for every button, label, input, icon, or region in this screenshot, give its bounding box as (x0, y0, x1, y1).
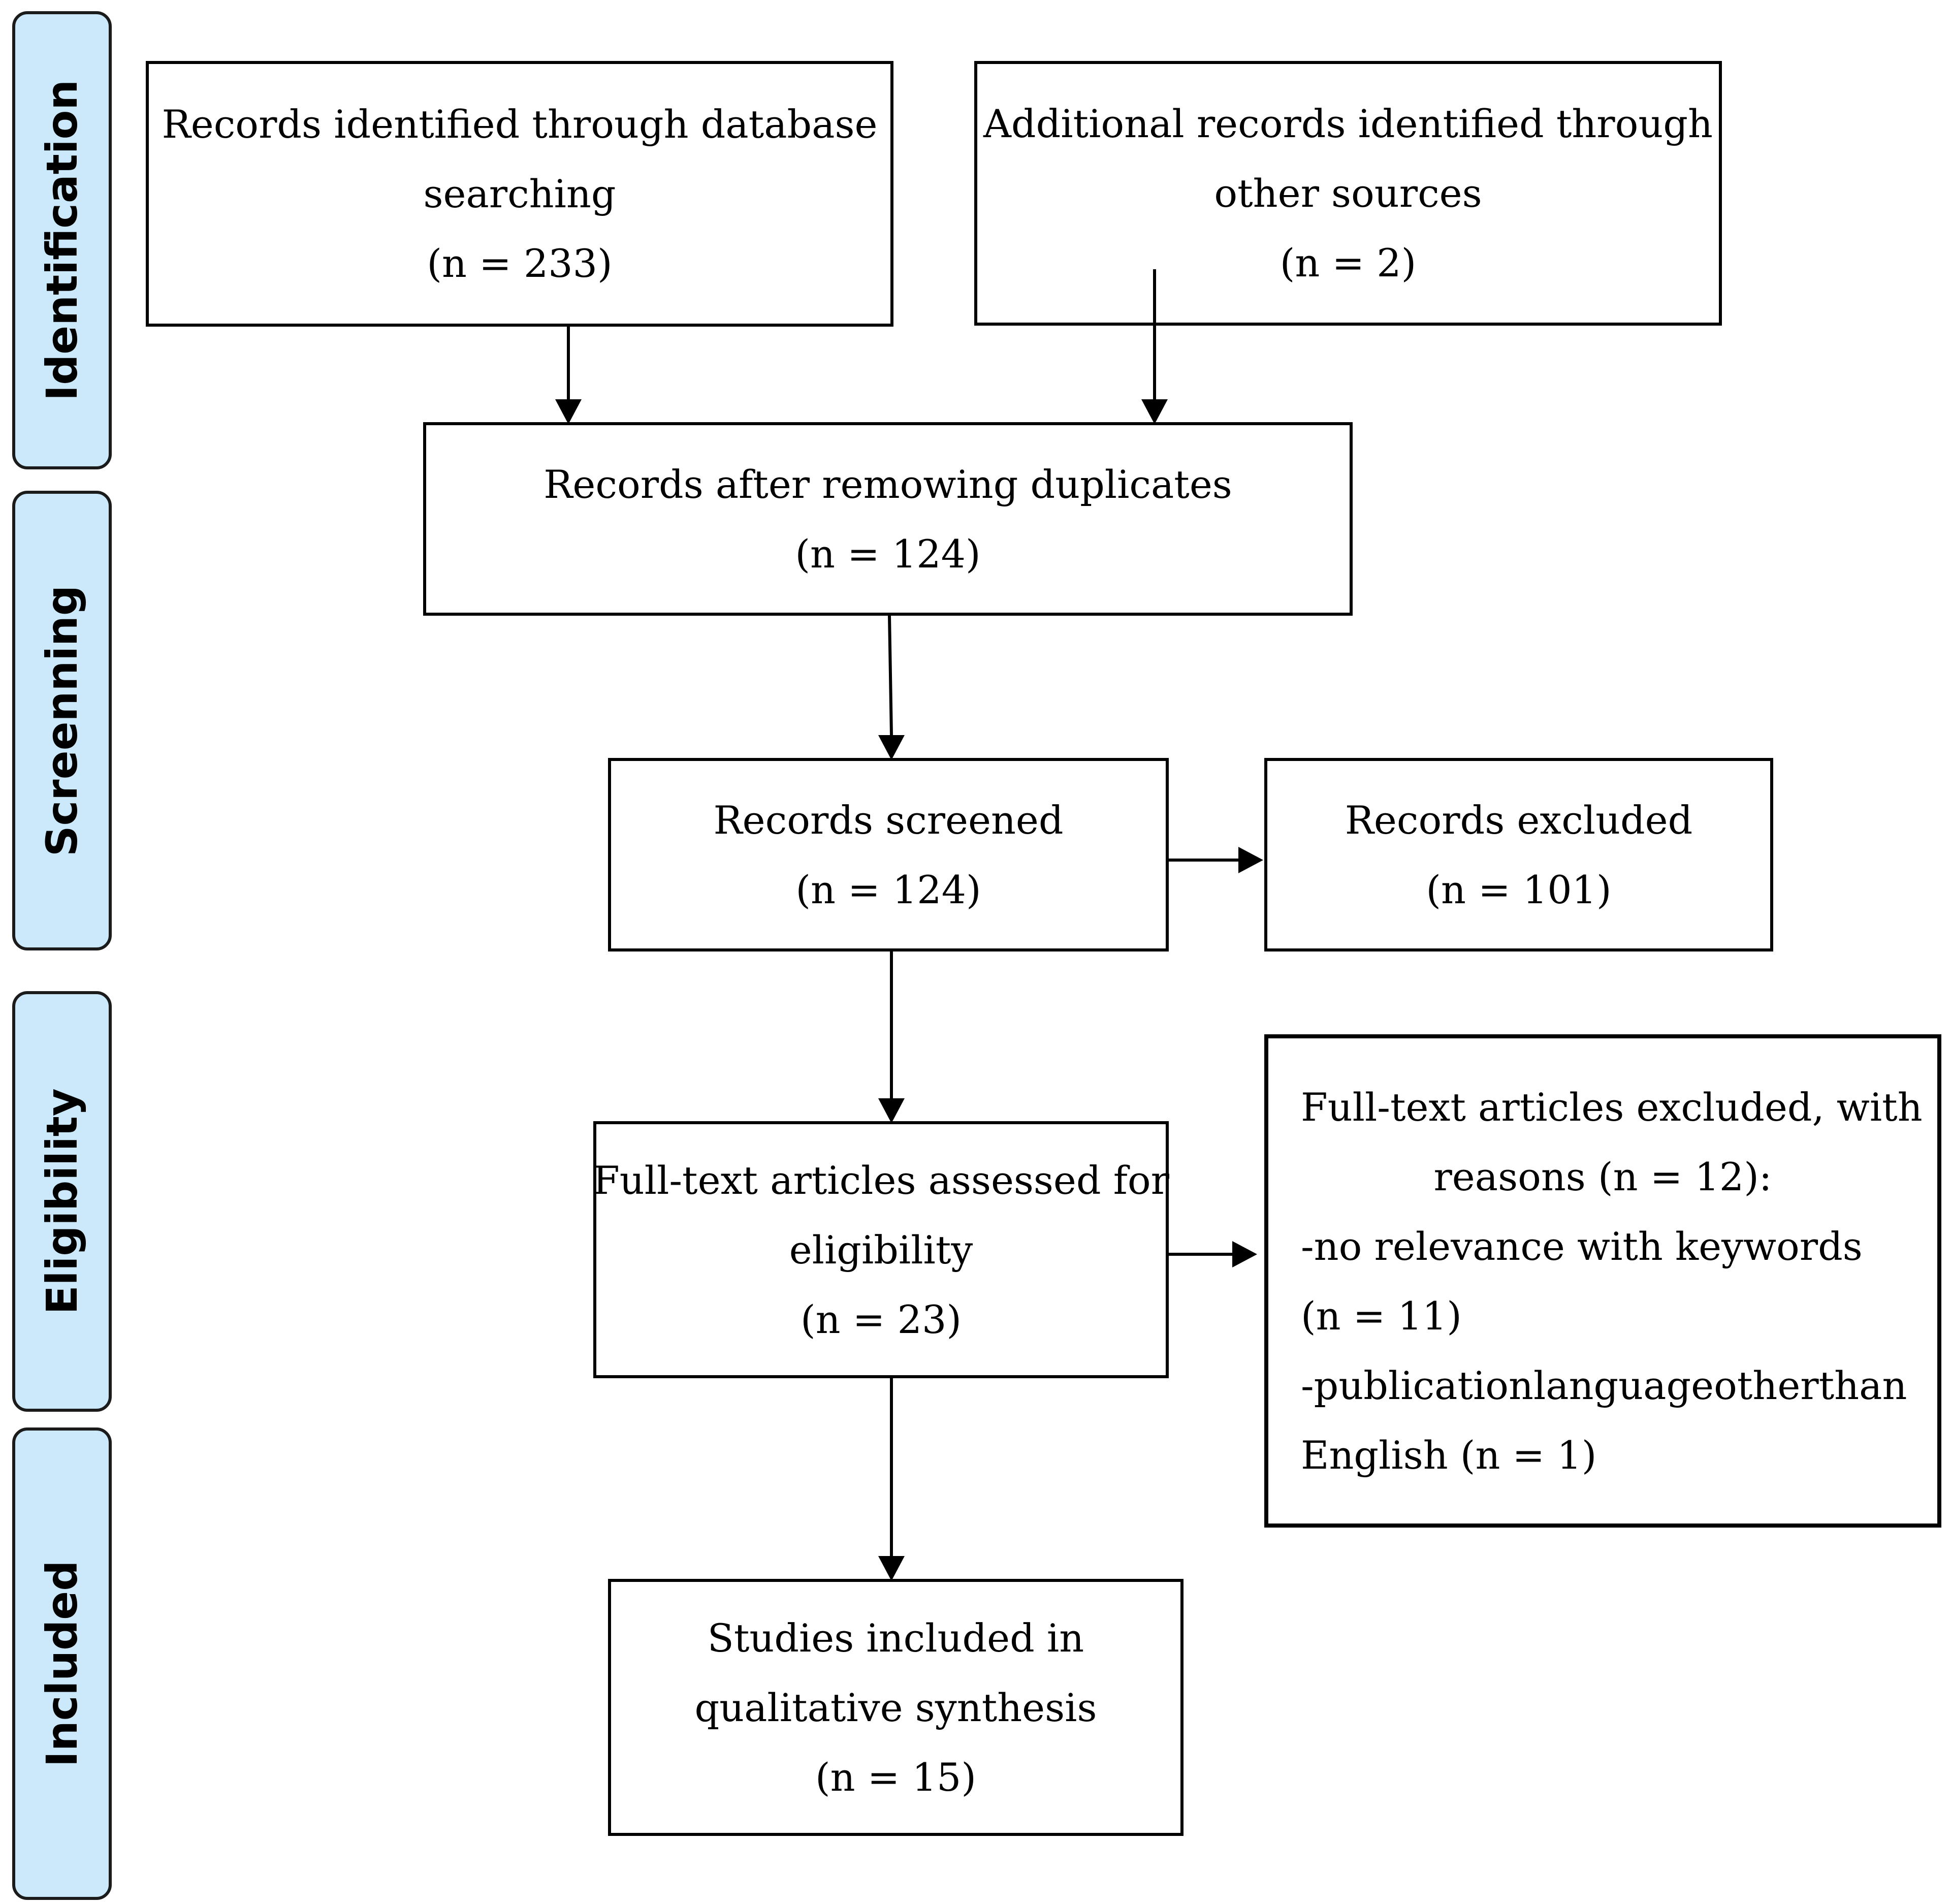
justified-word: other (1714, 1362, 1819, 1408)
justified-word: -publication (1301, 1362, 1533, 1408)
phase-identification: Identification (12, 11, 112, 469)
justified-word: language (1533, 1362, 1714, 1408)
box-full-text-excluded: Full-text articles excluded, with reason… (1264, 1034, 1941, 1528)
box-line: qualitative synthesis (694, 1685, 1097, 1730)
box-line: English (n = 1) (1301, 1432, 1597, 1478)
box-database-records: Records identified through database sear… (146, 61, 893, 327)
justified-word: than (1818, 1362, 1907, 1408)
box-line: Records after remowing duplicates (543, 461, 1232, 507)
phase-eligibility: Eligibility (12, 991, 112, 1412)
box-line: (n = 15) (815, 1754, 976, 1800)
box-line: Full-text articles assessed for (593, 1157, 1169, 1203)
arrowhead (555, 399, 582, 424)
box-line: (n = 2) (1280, 240, 1417, 285)
box-line: reasons (n = 12): (1433, 1154, 1772, 1199)
box-line: searching (423, 171, 616, 216)
arrow-duplicates-to-screened (888, 615, 893, 736)
box-after-duplicates: Records after remowing duplicates (n = 1… (423, 422, 1353, 616)
phase-included: Included (12, 1427, 112, 1900)
box-line: Additional records identified through (983, 101, 1713, 146)
box-records-excluded: Records excluded (n = 101) (1264, 758, 1773, 951)
box-line: Studies included in (707, 1615, 1084, 1661)
phase-screening: Screenning (12, 491, 112, 950)
box-line: Full-text articles excluded, with (1301, 1084, 1923, 1130)
box-line: (n = 124) (795, 531, 981, 577)
arrowhead (878, 1098, 905, 1123)
box-line: (n = 23) (801, 1296, 962, 1342)
box-line: -no relevance with keywords (1301, 1223, 1863, 1269)
arrowhead (878, 735, 905, 760)
arrowhead (878, 1556, 905, 1581)
box-line: (n = 101) (1426, 867, 1612, 912)
box-line: other sources (1214, 171, 1482, 216)
arrowhead (1141, 399, 1168, 424)
arrowhead (1232, 1241, 1257, 1267)
box-line: Records screened (713, 797, 1064, 843)
box-line: Records identified through database (162, 102, 878, 147)
box-line: (n = 11) (1301, 1293, 1462, 1339)
box-line: Records excluded (1345, 797, 1693, 843)
box-line: eligibility (789, 1227, 973, 1273)
arrowhead (1238, 847, 1263, 873)
box-line: (n = 124) (795, 867, 981, 912)
box-records-screened: Records screened (n = 124) (608, 758, 1169, 951)
box-additional-records: Additional records identified through ot… (974, 61, 1722, 326)
box-line: (n = 233) (427, 241, 613, 286)
box-included-studies: Studies included in qualitative synthesi… (608, 1579, 1184, 1836)
box-full-text-assessed: Full-text articles assessed for eligibil… (593, 1121, 1169, 1378)
